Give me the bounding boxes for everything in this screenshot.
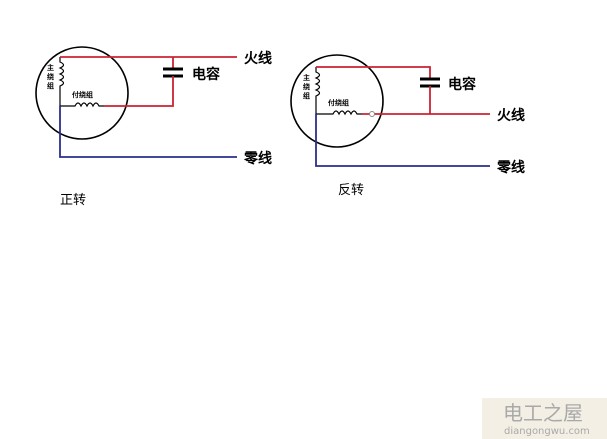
neutral-label: 零线	[496, 159, 525, 176]
main-winding-coil	[314, 67, 321, 100]
forward-rotation-diagram: 火线 电容 零线 主 绕 组 付绕组 正转	[35, 46, 272, 208]
watermark-background	[482, 398, 607, 439]
main-winding-coil	[58, 57, 65, 92]
forward-rotation-caption: 正转	[60, 193, 86, 208]
main-winding-label-1: 主	[303, 73, 310, 82]
watermark-url: diangongwu.com	[504, 426, 590, 437]
aux-winding-coil	[72, 102, 104, 108]
reverse-rotation-caption: 反转	[338, 183, 364, 198]
aux-winding-label: 付绕组	[328, 98, 349, 107]
reverse-rotation-diagram: 电容 火线 零线 主 绕 组 付绕组 反转	[290, 54, 525, 198]
main-winding-label-3: 组	[47, 81, 54, 90]
neutral-wire	[315, 114, 490, 167]
watermark-title: 电工之屋	[503, 401, 583, 425]
capacitor-wire-top	[316, 66, 431, 79]
capacitor-wire-bottom	[104, 76, 174, 107]
winding-junction-wire	[59, 92, 72, 107]
live-label: 火线	[244, 50, 272, 67]
main-winding-label-2: 绕	[303, 82, 310, 91]
capacitor-label: 电容	[448, 76, 476, 93]
motor-circle	[35, 46, 129, 140]
aux-winding-label: 付绕组	[72, 90, 93, 99]
capacitor-label: 电容	[192, 66, 220, 83]
neutral-label: 零线	[243, 150, 272, 167]
main-winding-label-1: 主	[47, 63, 54, 72]
motor-circle	[290, 54, 384, 148]
live-label: 火线	[497, 107, 525, 124]
watermark: 电工之屋 diangongwu.com	[482, 398, 607, 439]
aux-winding-coil	[330, 110, 362, 116]
neutral-wire	[59, 106, 237, 158]
main-winding-label-3: 组	[303, 91, 310, 100]
terminal-dot	[369, 111, 375, 117]
main-winding-label-2: 绕	[47, 72, 54, 81]
